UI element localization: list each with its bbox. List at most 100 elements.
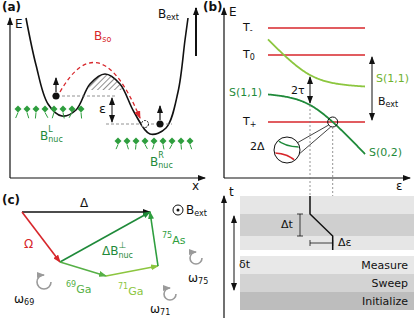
triplet-level: [268, 27, 365, 29]
nuclear-spin: [181, 145, 182, 150]
dimension-label: δt: [239, 259, 250, 270]
nuclear-spin: [52, 113, 54, 119]
electron: [157, 121, 164, 128]
nucleus: [160, 138, 167, 145]
field-arrow: [195, 8, 197, 56]
subscript: so: [102, 36, 111, 44]
rotation-arrow: [190, 252, 202, 264]
subscript: ext: [386, 101, 399, 109]
isotope-number: 71: [118, 283, 128, 291]
gap-label: 2τ: [290, 84, 306, 97]
spin-arrow: [55, 78, 56, 92]
state-label: S(1,1): [376, 73, 409, 84]
rotation-arrow: [37, 275, 51, 289]
nuclear-spin: [163, 145, 165, 150]
tunnel-gap-arrow: [310, 77, 311, 103]
subscript: ext: [194, 210, 207, 218]
field-label: B: [150, 156, 158, 168]
dimension-label: Δt: [281, 219, 293, 230]
dimension-label: Δε: [338, 237, 351, 248]
isotope-label: Ga: [128, 286, 143, 297]
zeeman-arrow: [372, 57, 373, 120]
detuning-label: ε: [99, 102, 106, 115]
frequency-label: ω: [150, 303, 160, 315]
phase-band: [240, 214, 414, 236]
phase-band: Initialize: [240, 292, 414, 310]
frequency-label: ω: [188, 272, 198, 284]
nuclear-spin: [27, 113, 29, 119]
vector-nuclear-field: [60, 212, 150, 262]
nucleus: [115, 138, 122, 145]
isotope-label: As: [172, 235, 185, 246]
phase-label: Initialize: [362, 296, 408, 307]
phase-label: Sweep: [372, 278, 409, 289]
zoom-circle: [274, 137, 300, 163]
nucleus: [142, 138, 149, 145]
time-axis: [223, 196, 224, 318]
axis-label: E: [15, 18, 23, 30]
vector-delta: [22, 211, 150, 213]
state-label: T: [243, 49, 250, 60]
nuclear-spin: [45, 113, 48, 118]
subscript: 75: [198, 278, 208, 286]
superscript: ⊥: [118, 241, 126, 250]
triplet-level: [268, 121, 365, 123]
field-label: B: [158, 8, 166, 20]
vector-69ga: [60, 262, 106, 276]
crossing-marker: [328, 117, 338, 127]
nucleus: [124, 138, 131, 145]
phase-band: Measure: [240, 256, 414, 274]
zoom-leader: [297, 125, 329, 143]
empty-site: [142, 121, 149, 128]
energy-axis: [223, 8, 224, 178]
dimension-tick: [310, 240, 311, 246]
nucleus: [33, 106, 40, 113]
nuclear-spin: [81, 113, 83, 119]
nuclear-spin: [35, 113, 37, 119]
detuning-trace: [310, 196, 333, 250]
zoom-branch: [274, 153, 298, 163]
nucleus: [51, 106, 58, 113]
detuning-arrow: [112, 98, 113, 122]
vector-label: ΔB: [102, 245, 118, 257]
nucleus: [15, 106, 22, 113]
superscript: L: [48, 126, 52, 134]
gap-label: 2Δ: [250, 141, 265, 152]
nuclear-spin: [190, 145, 192, 150]
field-label: B: [378, 96, 386, 107]
isotope-number: 75: [162, 232, 172, 240]
zoom-branch: [276, 139, 300, 147]
phase-label: Measure: [361, 260, 408, 271]
spin-arrow: [159, 106, 160, 120]
vector-71ga: [106, 266, 158, 276]
state-label: T: [243, 22, 250, 33]
nuclear-spin: [170, 145, 172, 149]
vector-label: Ω: [24, 238, 33, 250]
nucleus: [42, 106, 49, 113]
nucleus: [133, 138, 140, 145]
dimension-line: [310, 243, 333, 244]
nuclear-spin: [145, 145, 147, 149]
nucleus: [169, 138, 176, 145]
dimension-tick: [332, 240, 333, 246]
upper-singlet-branch: [268, 39, 365, 86]
axis-label: ε: [396, 180, 403, 192]
detuning-axis: [224, 177, 410, 178]
field-label: B: [94, 30, 102, 42]
subscript: 71: [160, 309, 170, 317]
axis-label: E: [229, 6, 237, 18]
nucleus: [69, 106, 76, 113]
nucleus: [78, 106, 85, 113]
panel-label: (a): [2, 1, 21, 13]
frequency-label: ω: [14, 293, 24, 305]
nuclear-spin: [153, 145, 154, 150]
vector-label: Δ: [80, 197, 88, 209]
panel-label: (b): [203, 1, 223, 13]
nucleus: [151, 138, 158, 145]
nuclear-spin: [63, 113, 64, 119]
state-label: T: [243, 116, 250, 127]
isotope-number: 69: [66, 281, 76, 289]
nucleus: [24, 106, 31, 113]
spin-orbit-arrow: [60, 62, 140, 118]
